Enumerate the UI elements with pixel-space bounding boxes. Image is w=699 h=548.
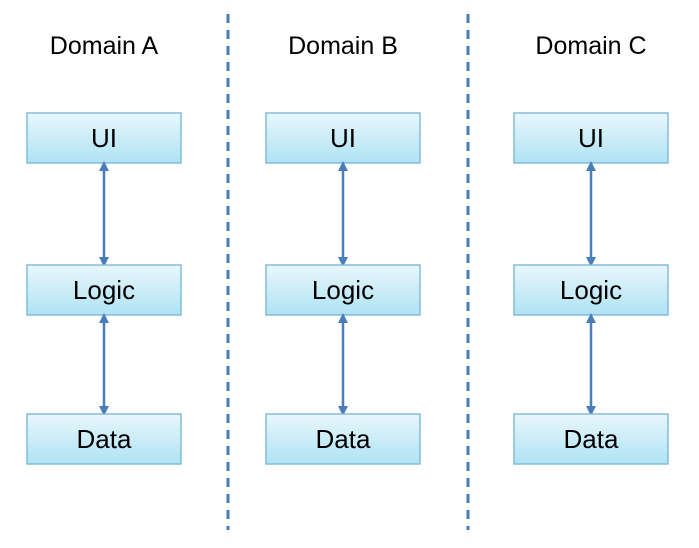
layer-box-rect <box>513 112 669 164</box>
layer-box-rect <box>26 264 182 316</box>
layer-label-ui: UI <box>578 123 604 153</box>
layer-box-logic: Logic <box>26 264 182 316</box>
layer-label-logic: Logic <box>73 275 135 305</box>
column-title: Domain B <box>288 32 398 60</box>
layer-box-ui: UI <box>26 112 182 164</box>
layer-box-data: Data <box>26 413 182 465</box>
column-title: Domain C <box>535 32 646 60</box>
layer-box-rect <box>513 413 669 465</box>
layer-box-ui: UI <box>513 112 669 164</box>
layer-label-ui: UI <box>330 123 356 153</box>
layer-box-logic: Logic <box>513 264 669 316</box>
layer-label-logic: Logic <box>312 275 374 305</box>
domain-column-c: Domain C UI Logic Data <box>513 32 669 465</box>
layer-box-data: Data <box>513 413 669 465</box>
layer-label-data: Data <box>77 424 132 454</box>
layer-box-rect <box>26 413 182 465</box>
layer-label-logic: Logic <box>560 275 622 305</box>
layer-label-ui: UI <box>91 123 117 153</box>
layer-box-logic: Logic <box>265 264 421 316</box>
layer-box-rect <box>265 264 421 316</box>
domain-column-a: Domain A UI Logic Data <box>26 32 182 465</box>
column-title: Domain A <box>50 32 159 60</box>
domain-column-b: Domain B UI Logic Data <box>265 32 421 465</box>
layer-box-rect <box>265 112 421 164</box>
layer-label-data: Data <box>564 424 619 454</box>
layer-box-ui: UI <box>265 112 421 164</box>
layer-label-data: Data <box>316 424 371 454</box>
layer-box-rect <box>265 413 421 465</box>
layer-box-data: Data <box>265 413 421 465</box>
